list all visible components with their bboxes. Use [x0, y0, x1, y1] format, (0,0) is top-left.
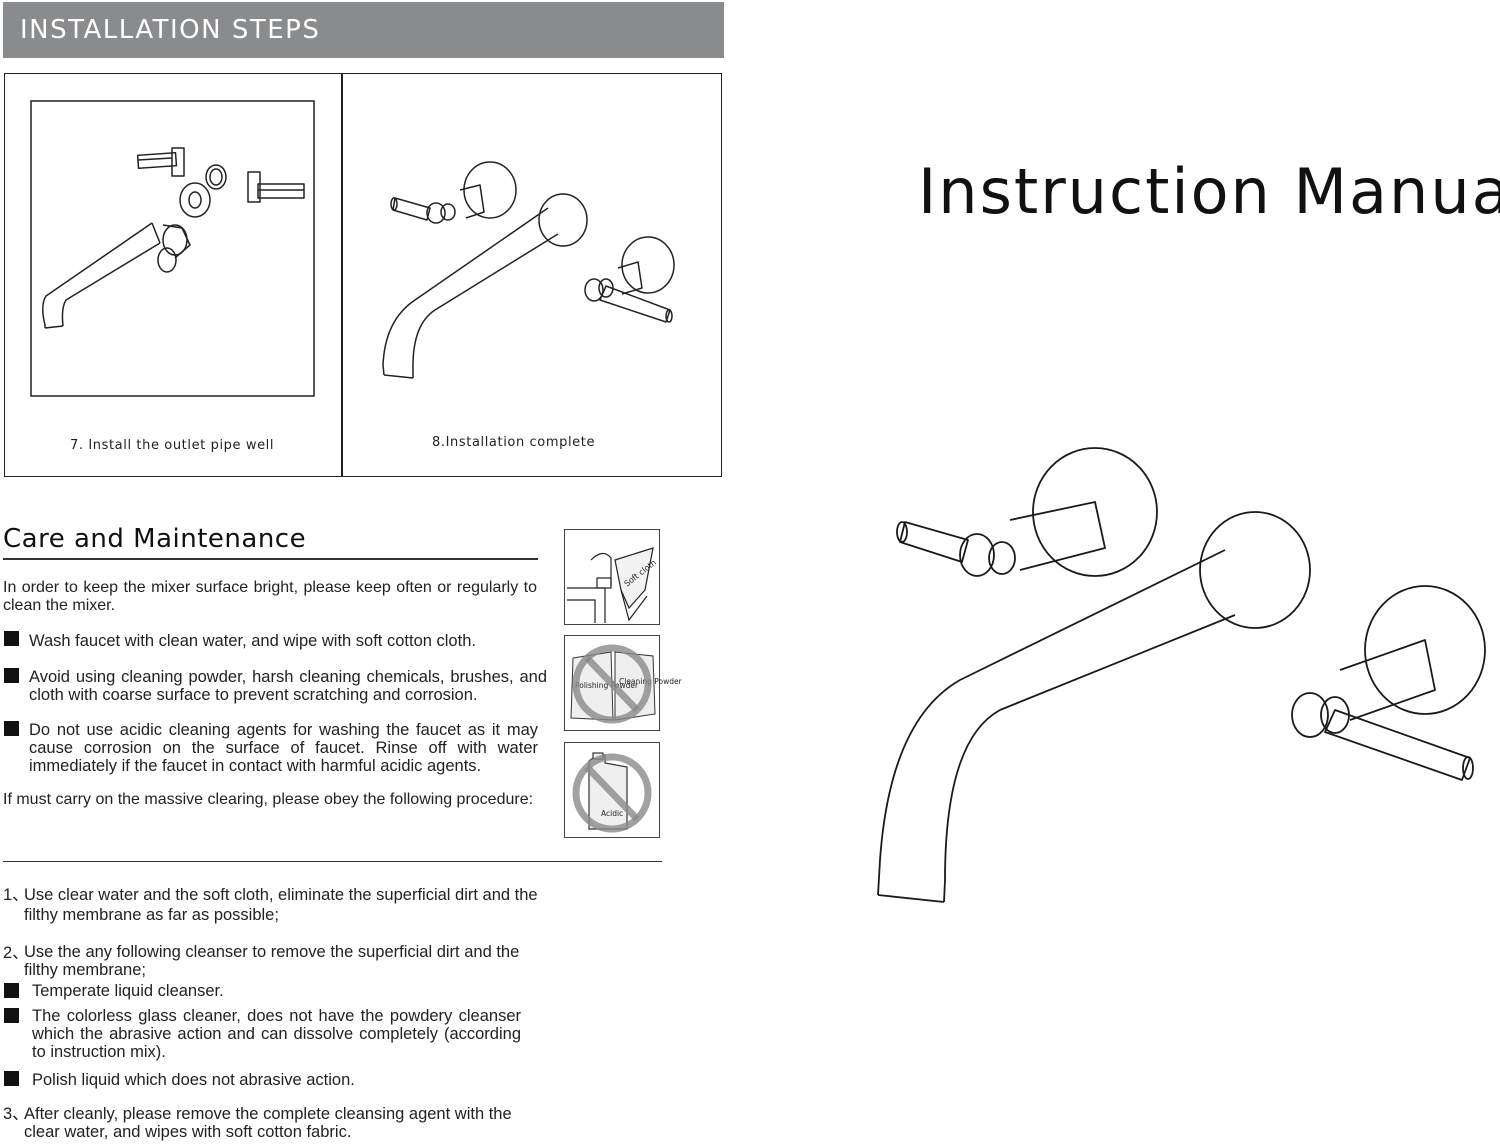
procedure-sub-bullet: Polish liquid which does not abrasive ac… [32, 1071, 355, 1089]
care-bullet: Wash faucet with clean water, and wipe w… [29, 632, 476, 650]
steps-panel [4, 73, 722, 477]
procedure-step-2: Use the any following cleanser to remove… [24, 943, 520, 979]
no-powder-icon: Polishing Powder Cleaning Powder [564, 635, 683, 731]
care-bullet: Avoid using cleaning powder, harsh clean… [29, 668, 547, 704]
bullet-square [4, 721, 19, 736]
procedure-rule [3, 861, 662, 862]
bullet-square [4, 983, 19, 998]
step-number: 2、 [3, 944, 29, 962]
no-acid-icon: Acidic [564, 742, 660, 838]
procedure-sub-bullet: The colorless glass cleaner, does not ha… [32, 1007, 521, 1061]
procedure-step-1: Use clear water and the soft cloth, elim… [24, 886, 538, 924]
care-outro: If must carry on the massive clearing, p… [3, 791, 534, 808]
bullet-square [4, 1008, 19, 1023]
faucet-illustration [877, 447, 1486, 903]
care-title-rule [3, 558, 538, 560]
care-intro: In order to keep the mixer surface brigh… [3, 579, 537, 614]
step7-illustration [30, 100, 315, 397]
care-title: Care and Maintenance [3, 524, 307, 554]
steps-divider [341, 73, 343, 477]
step7-caption: 7. Install the outlet pipe well [70, 438, 275, 453]
step8-illustration [382, 161, 675, 379]
section-header-title: INSTALLATION STEPS [20, 15, 321, 45]
section-header: INSTALLATION STEPS [3, 2, 724, 58]
soft-cloth-icon: Soft cloth [564, 529, 660, 625]
step-number: 3、 [3, 1105, 29, 1123]
polishing-powder-label: Polishing Powder [575, 681, 639, 690]
care-bullet: Do not use acidic cleaning agents for wa… [29, 721, 538, 775]
procedure-sub-bullet: Temperate liquid cleanser. [32, 982, 224, 1000]
step8-caption: 8.Installation complete [432, 435, 596, 450]
bullet-square [4, 668, 19, 683]
step-number: 1、 [3, 886, 29, 904]
bullet-square [4, 1071, 19, 1086]
procedure-step-3: After cleanly, please remove the complet… [24, 1105, 512, 1141]
manual-title: Instruction Manual [918, 155, 1500, 228]
bullet-square [4, 631, 19, 646]
acidic-label: Acidic [601, 809, 623, 818]
